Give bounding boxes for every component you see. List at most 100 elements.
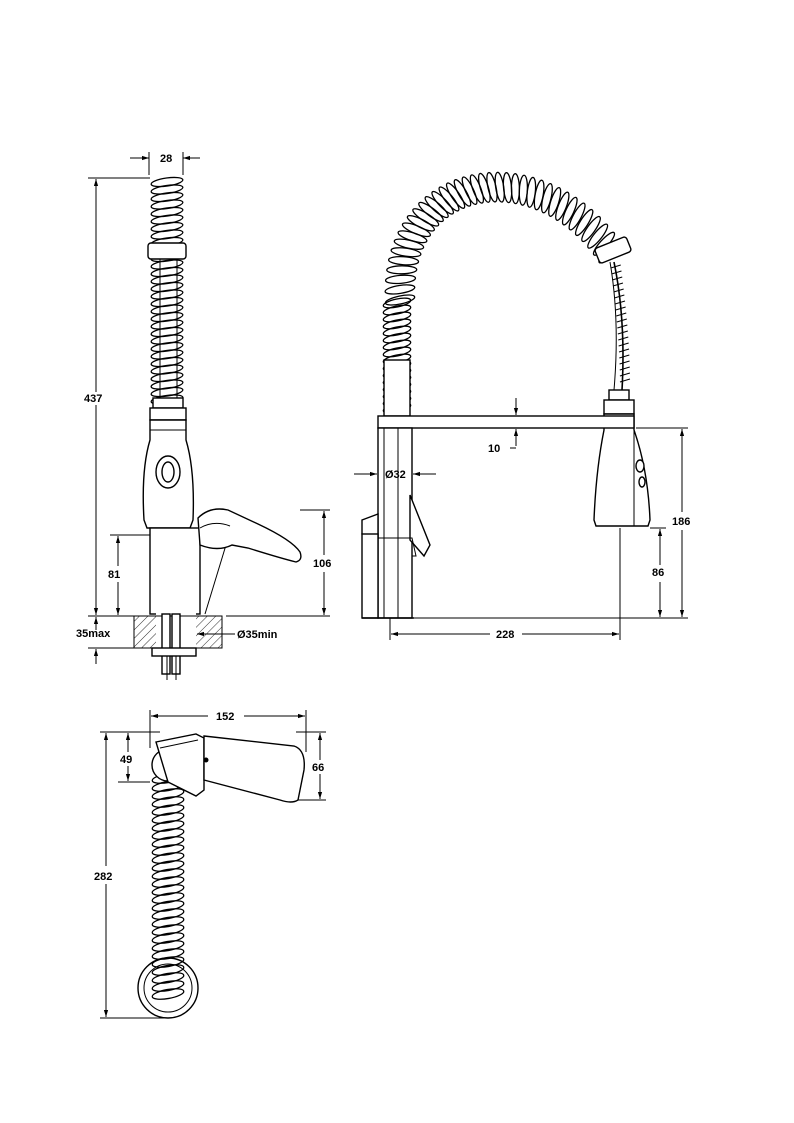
coil-loop <box>382 325 412 337</box>
hose-thread-mark <box>619 360 630 365</box>
hose-thread-mark <box>617 330 628 335</box>
coil-loop <box>151 876 185 888</box>
coil-loop <box>555 191 570 221</box>
coil-loop <box>486 171 498 203</box>
coil-loop <box>387 256 420 266</box>
coil-loop <box>151 788 185 800</box>
coil-loop <box>150 304 184 315</box>
coil-loop <box>424 196 449 219</box>
dim-front-height: 186 <box>672 516 690 528</box>
dim-side-width: 28 <box>160 153 172 165</box>
coil-loop <box>150 289 184 300</box>
coil-loop <box>382 311 412 323</box>
coil-loop <box>438 186 460 212</box>
hose-thread-mark <box>617 324 628 329</box>
side-view: 28 437 81 106 35max Ø35min <box>76 152 331 680</box>
coil-loop <box>386 265 418 275</box>
coil-loop <box>477 172 491 203</box>
hose-thread-mark <box>612 276 623 281</box>
front-hose-connector <box>594 236 632 264</box>
coil-loop <box>150 274 184 285</box>
dim-side-base-height: 81 <box>108 569 120 581</box>
hose-thread-mark <box>614 300 626 305</box>
hose-thread-mark <box>613 288 624 293</box>
side-hose-collar <box>147 242 187 260</box>
coil-loop <box>150 266 184 278</box>
coil-loop <box>510 173 521 205</box>
coil-loop <box>150 296 184 308</box>
coil-loop <box>150 199 184 210</box>
hose-thread-mark <box>611 270 622 275</box>
dim-side-handle-height: 106 <box>313 558 331 570</box>
dim-front-offset: 10 <box>488 443 500 455</box>
coil-loop <box>151 796 185 808</box>
coil-loop <box>150 319 184 330</box>
coil-loop <box>574 208 594 237</box>
coil-loop <box>151 852 185 864</box>
hose-thread-mark <box>619 354 630 359</box>
top-lever-handle <box>203 735 305 803</box>
coil-loop <box>151 988 185 1000</box>
coil-loop <box>382 346 412 358</box>
coil-loop <box>150 214 184 225</box>
coil-loop <box>382 339 412 351</box>
dim-top-handle: 66 <box>312 762 324 774</box>
coil-loop <box>151 860 185 872</box>
hose-thread-mark <box>614 294 625 299</box>
front-faucet-body <box>377 427 413 619</box>
hose-thread-mark <box>616 318 627 323</box>
dim-front-reach: 228 <box>496 629 514 641</box>
coil-loop <box>151 972 185 984</box>
hose-thread-mark <box>610 264 621 269</box>
dim-side-height: 437 <box>84 393 102 405</box>
dim-top-body: 49 <box>120 754 132 766</box>
coil-loop <box>150 206 184 218</box>
coil-loop <box>431 190 455 215</box>
coil-loop <box>151 828 185 840</box>
coil-loop <box>150 311 184 323</box>
coil-loop <box>150 259 184 270</box>
coil-loop <box>150 356 184 368</box>
coil-loop <box>150 349 184 360</box>
front-spray-head <box>593 413 651 527</box>
coil-loop <box>150 364 184 375</box>
coil-loop <box>150 334 184 345</box>
hose-thread-mark <box>616 312 627 317</box>
coil-loop <box>151 812 185 824</box>
dim-front-spout-clearance: 86 <box>652 567 664 579</box>
coil-loop <box>151 980 185 992</box>
coil-loop <box>150 176 184 188</box>
coil-loop <box>151 820 185 832</box>
coil-loop <box>150 326 184 338</box>
hose-thread-mark <box>619 372 631 377</box>
coil-loop <box>561 196 578 226</box>
coil-loop <box>151 916 185 928</box>
coil-loop <box>150 221 184 233</box>
front-spring-coil <box>382 171 622 414</box>
coil-loop <box>151 908 185 920</box>
coil-loop <box>150 386 184 398</box>
side-spring-coil <box>150 176 184 405</box>
side-faucet-body <box>149 527 201 615</box>
coil-loop <box>150 379 184 390</box>
coil-loop <box>384 284 416 295</box>
coil-loop <box>382 332 412 344</box>
coil-loop <box>151 948 185 960</box>
coil-loop <box>568 202 586 231</box>
dim-top-depth: 282 <box>94 871 112 883</box>
coil-loop <box>151 956 185 968</box>
coil-loop <box>151 884 185 896</box>
coil-loop <box>151 964 185 976</box>
coil-loop <box>581 215 601 243</box>
front-view: 10 Ø32 186 86 228 <box>354 171 690 641</box>
hose-thread-mark <box>618 342 629 347</box>
hose-thread-mark <box>612 282 624 287</box>
coil-loop <box>150 229 184 240</box>
coil-loop <box>151 836 185 848</box>
coil-loop <box>151 924 185 936</box>
coil-loop <box>587 223 609 249</box>
top-faucet-head <box>155 733 205 797</box>
coil-loop <box>548 186 562 217</box>
dim-side-deck-thickness: 35max <box>76 628 111 640</box>
